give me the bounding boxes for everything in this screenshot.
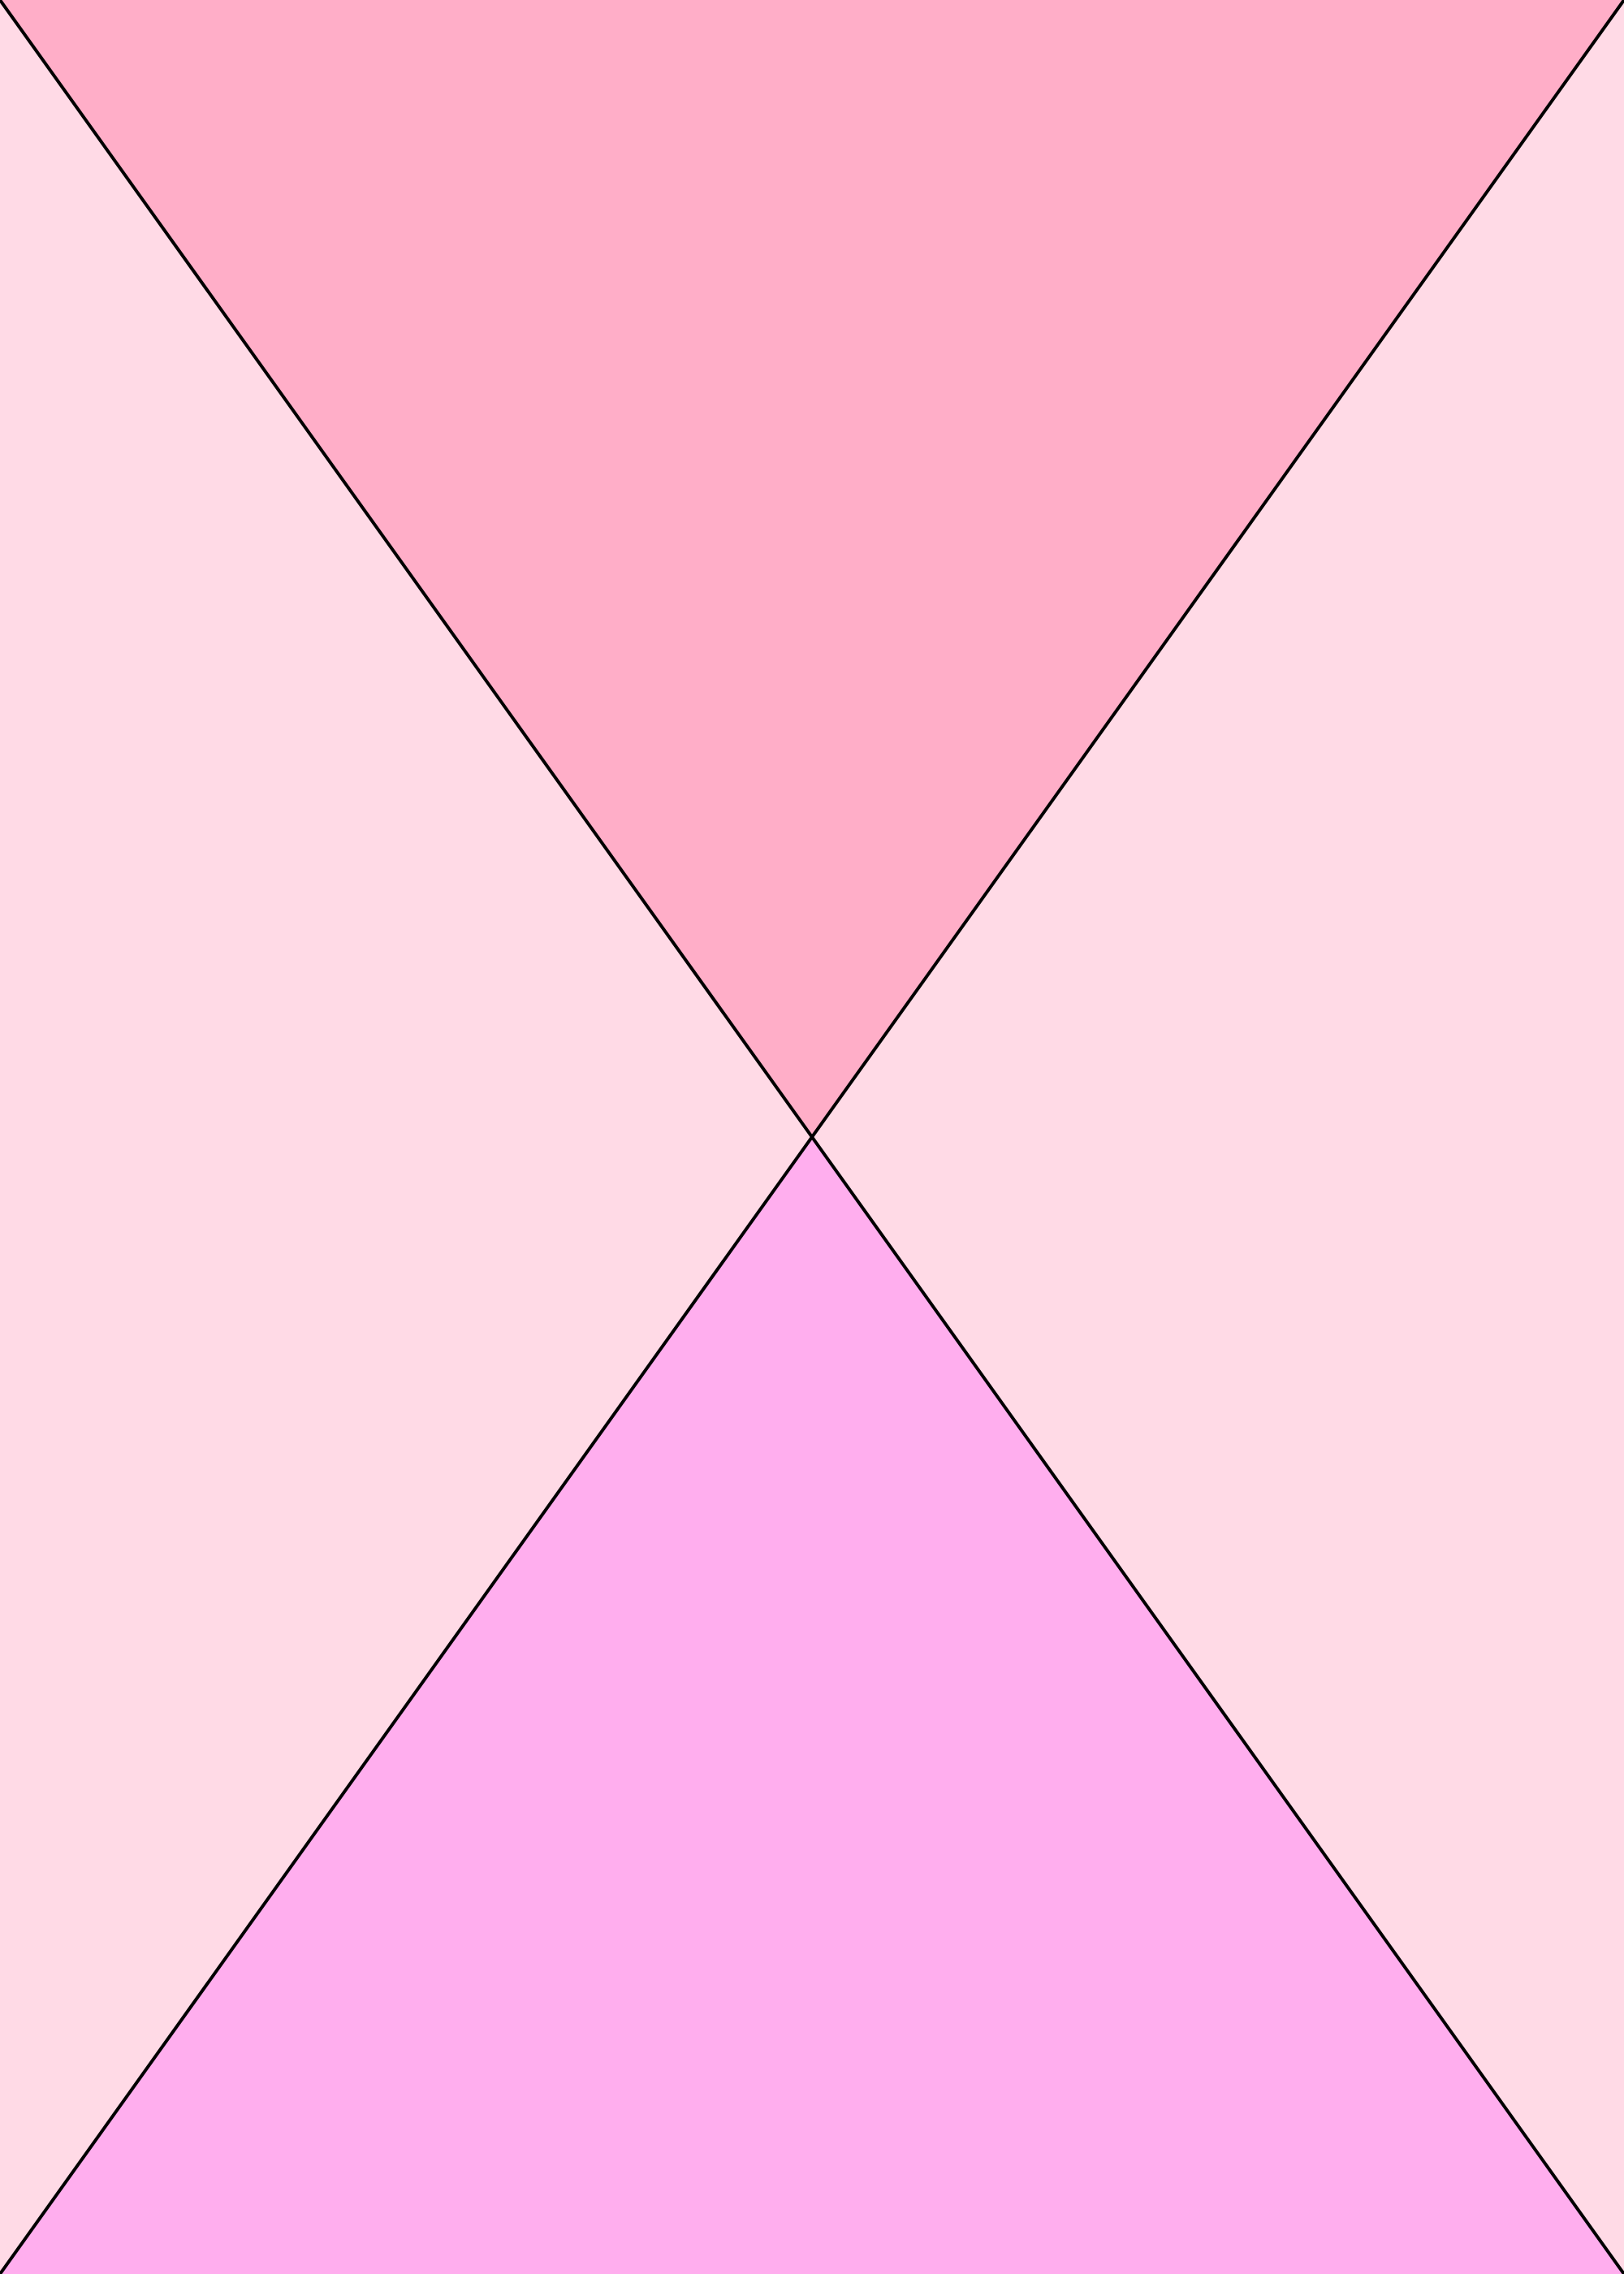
right-triangle <box>812 0 1624 2274</box>
left-triangle <box>0 0 812 2274</box>
top-triangle <box>0 0 1624 1137</box>
bottom-triangle <box>0 1137 1624 2274</box>
